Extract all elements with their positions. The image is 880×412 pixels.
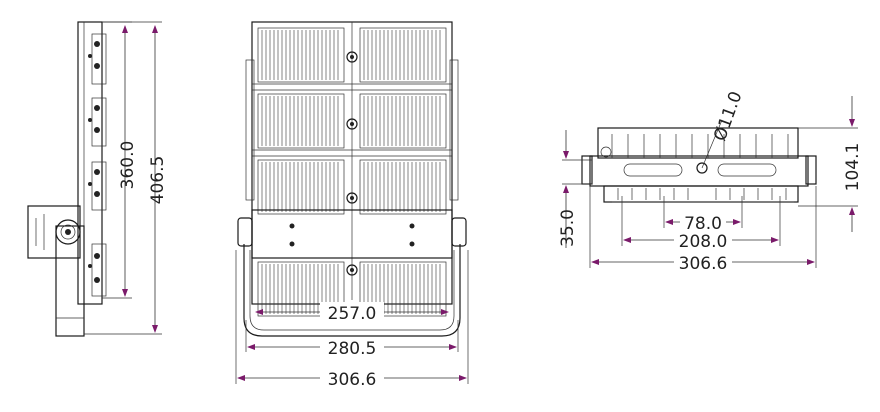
front-view [237, 21, 467, 337]
side-dim-360: 360.0 [102, 21, 138, 299]
front-knob-left [237, 217, 253, 247]
bottom-hole [696, 162, 708, 174]
dim-label-35: 35.0 [558, 209, 578, 247]
side-module-bumps [88, 33, 107, 297]
dim-label-front-306: 306.6 [328, 370, 377, 390]
side-body [77, 21, 103, 305]
side-view [27, 21, 107, 337]
front-dim-280: 280.5 [245, 320, 459, 359]
front-knob-right [451, 217, 467, 247]
dim-label-257: 257.0 [328, 304, 377, 324]
dim-label-208: 208.0 [679, 232, 728, 252]
side-bracket-arm [55, 225, 85, 337]
bottom-slot-left [623, 163, 683, 177]
front-dim-306: 306.6 [235, 250, 469, 390]
bottom-view [581, 127, 817, 203]
bottom-body [589, 155, 809, 187]
bottom-dim-306: 306.6 [589, 186, 817, 274]
dim-label-280: 280.5 [328, 339, 377, 359]
bottom-dim-208: 208.0 [621, 196, 781, 252]
bottom-dim-35: 35.0 [558, 130, 592, 248]
dim-label-78: 78.0 [684, 214, 722, 234]
bottom-fins [611, 134, 789, 158]
bottom-dim-104: 104.1 [798, 96, 863, 232]
front-u-bracket [243, 244, 461, 337]
dim-label-104: 104.1 [843, 143, 863, 192]
bottom-heatsink-top [597, 127, 799, 159]
bottom-lens-strip [603, 185, 799, 203]
dim-label-hole: Ø11.0 [710, 89, 746, 144]
bottom-lens-marks [617, 188, 787, 200]
side-dim-406: 406.5 [84, 21, 168, 335]
dim-label-406: 406.5 [148, 156, 168, 205]
front-dim-257: 257.0 [255, 302, 449, 324]
dim-label-bottom-306: 306.6 [679, 254, 728, 274]
side-pivot-knob [55, 219, 81, 245]
front-fin-modules [257, 27, 447, 317]
bottom-dim-78: 78.0 [663, 196, 743, 234]
bottom-slot-right [717, 163, 777, 177]
dim-label-360: 360.0 [118, 141, 138, 190]
